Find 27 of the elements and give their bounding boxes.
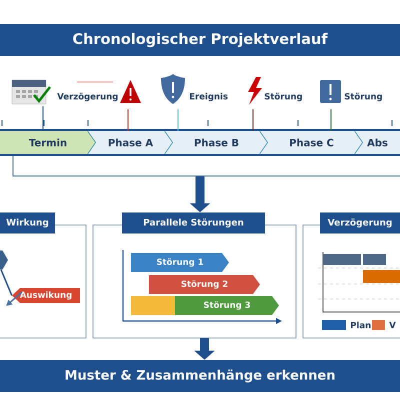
event-label: Störung — [264, 92, 302, 102]
phase-segment: Phase B — [165, 130, 269, 154]
arrow-bar: Störung 2 — [149, 275, 260, 294]
node-label: Abs — [367, 138, 388, 146]
node-label: Phase B — [194, 138, 238, 146]
node-label: Phase A — [108, 138, 154, 146]
arrow-bar: Störung 3 — [175, 296, 279, 315]
calendar-icon — [12, 80, 51, 104]
phase-segment: Abs — [355, 131, 400, 154]
node-label: Phase C — [290, 138, 334, 146]
event-label: Verzögerung — [57, 92, 118, 102]
leader-line — [330, 108, 332, 132]
bracket — [12, 156, 400, 176]
connector-line — [0, 269, 12, 296]
event-label: Störung — [344, 92, 382, 102]
effect-tag: Auswikung — [12, 288, 80, 303]
leader-line — [42, 106, 44, 132]
phase-segment: Termin — [0, 130, 97, 154]
bar — [131, 296, 175, 315]
arrow-bar: Störung 1 — [131, 253, 229, 272]
banner: Chronologischer Projektverlauf — [0, 24, 400, 56]
phase-segment: Phase A — [88, 130, 174, 154]
legend-label: V — [389, 322, 396, 328]
legend-label: Plan — [350, 322, 370, 328]
hexagon — [0, 250, 8, 270]
leader-line — [252, 108, 254, 132]
event-label: Ereignis — [190, 92, 228, 102]
